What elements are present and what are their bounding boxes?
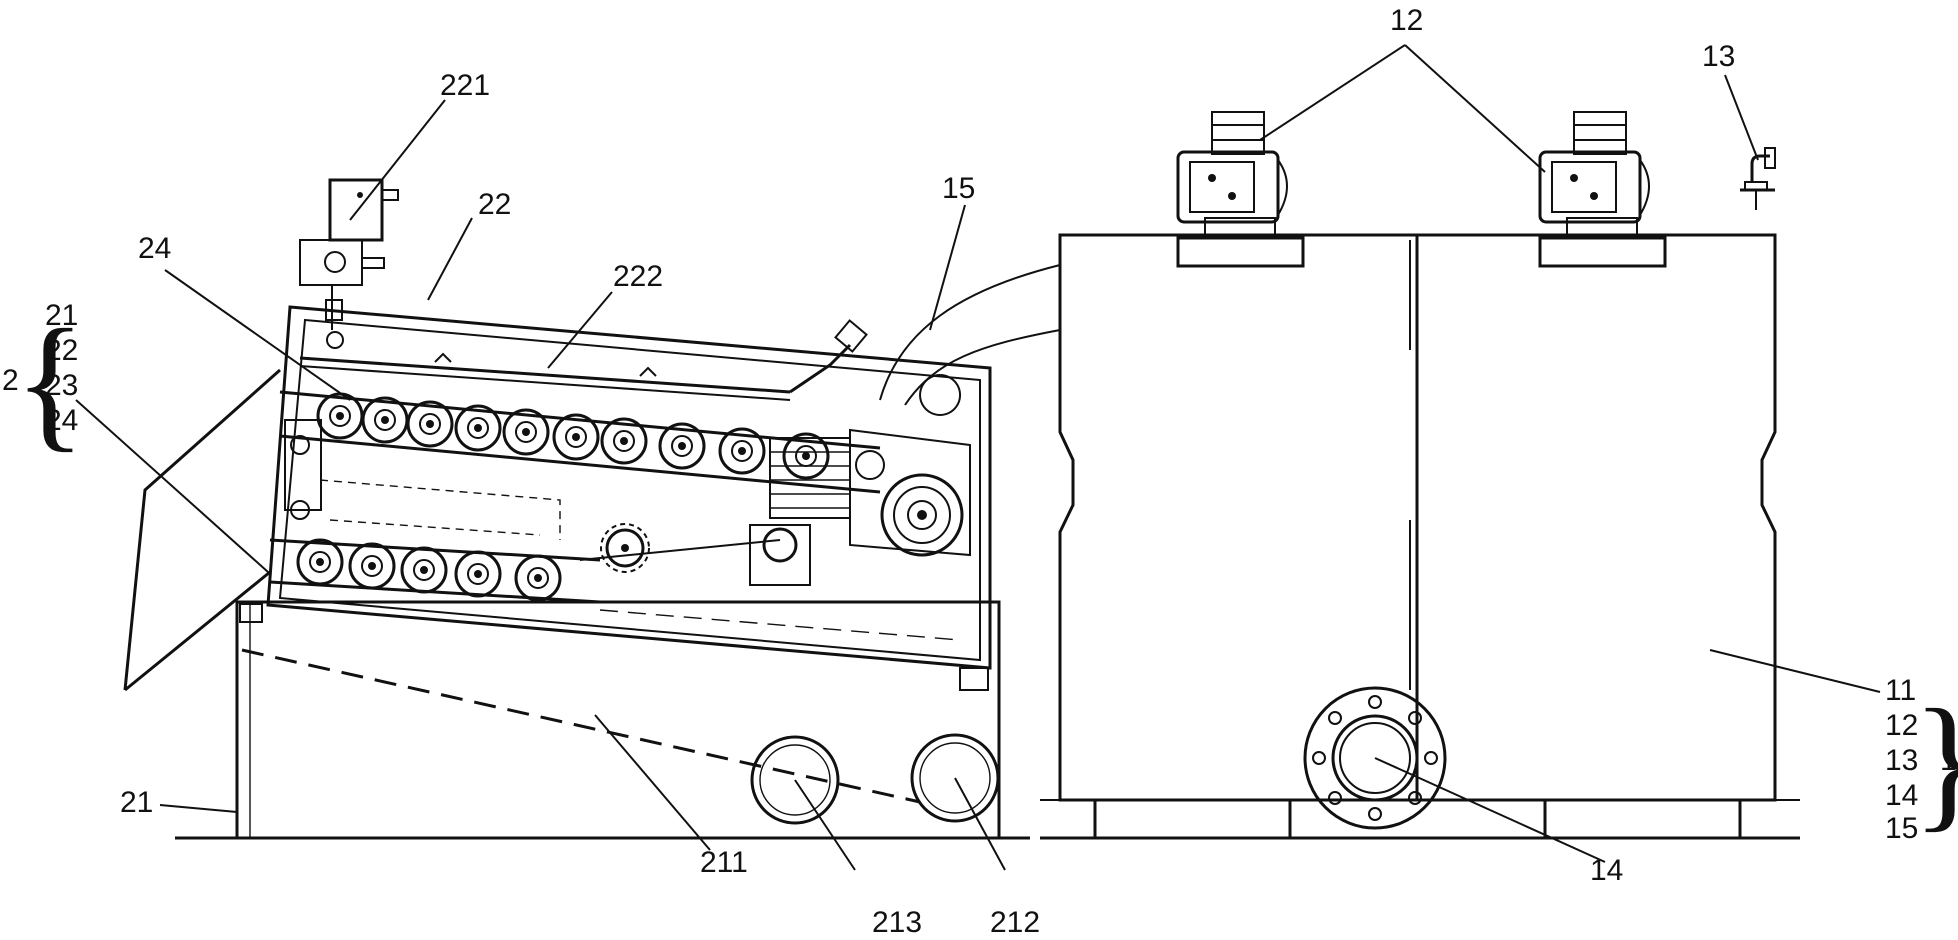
cover-plate-markers bbox=[434, 352, 657, 377]
reference-labels: 221 22 222 24 15 12 13 21 211 213 212 14… bbox=[2, 4, 1958, 939]
lower-rollers bbox=[296, 538, 562, 602]
base-corner-bracket-left bbox=[239, 603, 263, 623]
pipe-flange bbox=[919, 374, 961, 416]
group-right-id: 1 bbox=[1940, 744, 1957, 777]
leader-14 bbox=[1374, 757, 1606, 863]
motor-left bbox=[1176, 111, 1305, 268]
leader-15 bbox=[929, 204, 966, 331]
end-plate-bolt-bottom bbox=[290, 500, 310, 520]
drive-belt bbox=[579, 539, 781, 561]
leader-222 bbox=[547, 291, 613, 369]
group-right-member-1: 11 bbox=[1885, 674, 1916, 707]
inner-dashed-frame bbox=[319, 479, 561, 540]
label-13: 13 bbox=[1702, 40, 1735, 73]
label-14: 14 bbox=[1590, 854, 1623, 887]
lever-arm bbox=[789, 343, 852, 394]
main-drive-wheel bbox=[880, 473, 964, 557]
label-12: 12 bbox=[1390, 4, 1423, 37]
label-221: 221 bbox=[440, 69, 490, 102]
group-right-member-3: 13 bbox=[1885, 744, 1918, 777]
base-box bbox=[235, 600, 1001, 840]
outlet-flange bbox=[1303, 686, 1447, 830]
group-left-member-2: 22 bbox=[45, 334, 78, 367]
inlet-chute-bottom bbox=[124, 570, 271, 692]
drive-housing bbox=[849, 428, 971, 557]
label-21: 21 bbox=[120, 786, 153, 819]
inner-dashed-bottom bbox=[599, 609, 961, 641]
left-machine bbox=[123, 178, 1061, 840]
outlet-213 bbox=[750, 735, 840, 825]
end-plate-left bbox=[284, 419, 322, 511]
base-corner-bracket-right bbox=[959, 667, 989, 691]
label-211: 211 bbox=[700, 846, 748, 879]
tilted-frame-inner bbox=[278, 318, 981, 662]
cover-plate bbox=[299, 356, 791, 394]
right-tank bbox=[1040, 111, 1800, 840]
small-motor-box bbox=[749, 524, 811, 586]
motor-right bbox=[1538, 111, 1667, 268]
small-motor-pulley bbox=[762, 527, 798, 563]
cover-plate-lower-edge bbox=[299, 365, 791, 401]
group-left-member-1: 21 bbox=[45, 299, 78, 332]
end-plate-bolt-top bbox=[290, 435, 310, 455]
sprocket bbox=[600, 523, 650, 573]
connecting-pipe-lower bbox=[904, 329, 1061, 406]
group-right-member-5: 15 bbox=[1885, 812, 1918, 845]
valve-assembly bbox=[299, 178, 399, 349]
outlet-212 bbox=[910, 733, 1000, 823]
group-label-right: 11 12 13 14 15 } 1 bbox=[1885, 674, 1958, 845]
connecting-pipe-upper bbox=[879, 264, 1061, 401]
group-right-brace: } bbox=[1912, 679, 1958, 845]
top-fitting bbox=[1740, 147, 1776, 210]
inlet-chute-top bbox=[123, 368, 281, 691]
leader-11 bbox=[1709, 649, 1881, 693]
upper-rail-bottom bbox=[279, 434, 881, 494]
group-right-member-2: 12 bbox=[1885, 709, 1918, 742]
label-24: 24 bbox=[138, 232, 171, 265]
leader-12-left bbox=[1259, 44, 1406, 141]
leader-lines bbox=[75, 44, 1881, 871]
sloped-screen bbox=[241, 648, 921, 804]
leader-221 bbox=[349, 99, 446, 221]
group-left-id: 2 bbox=[2, 364, 19, 397]
leader-213 bbox=[794, 779, 856, 871]
leader-24 bbox=[164, 269, 351, 401]
gearbox-lines bbox=[770, 451, 850, 509]
tilted-frame bbox=[266, 305, 992, 670]
label-222: 222 bbox=[613, 260, 663, 293]
group-label-left: 2 { 21 22 23 24 bbox=[2, 299, 86, 465]
lever-knob bbox=[834, 319, 868, 353]
leader-23 bbox=[75, 399, 269, 573]
leader-22 bbox=[427, 217, 473, 301]
group-left-member-4: 24 bbox=[45, 404, 78, 437]
leader-21 bbox=[159, 804, 238, 813]
leader-212 bbox=[954, 777, 1006, 871]
label-212: 212 bbox=[990, 906, 1040, 939]
group-left-member-3: 23 bbox=[45, 369, 78, 402]
tank-legs bbox=[1093, 800, 1742, 838]
leader-13 bbox=[1724, 74, 1759, 161]
group-left-brace: { bbox=[14, 299, 86, 465]
leader-211 bbox=[594, 714, 711, 851]
label-15: 15 bbox=[942, 172, 975, 205]
group-right-member-4: 14 bbox=[1885, 779, 1918, 812]
leader-12-right bbox=[1404, 44, 1546, 173]
label-22: 22 bbox=[478, 188, 511, 221]
idler-wheel bbox=[855, 450, 885, 480]
label-213: 213 bbox=[872, 906, 922, 939]
